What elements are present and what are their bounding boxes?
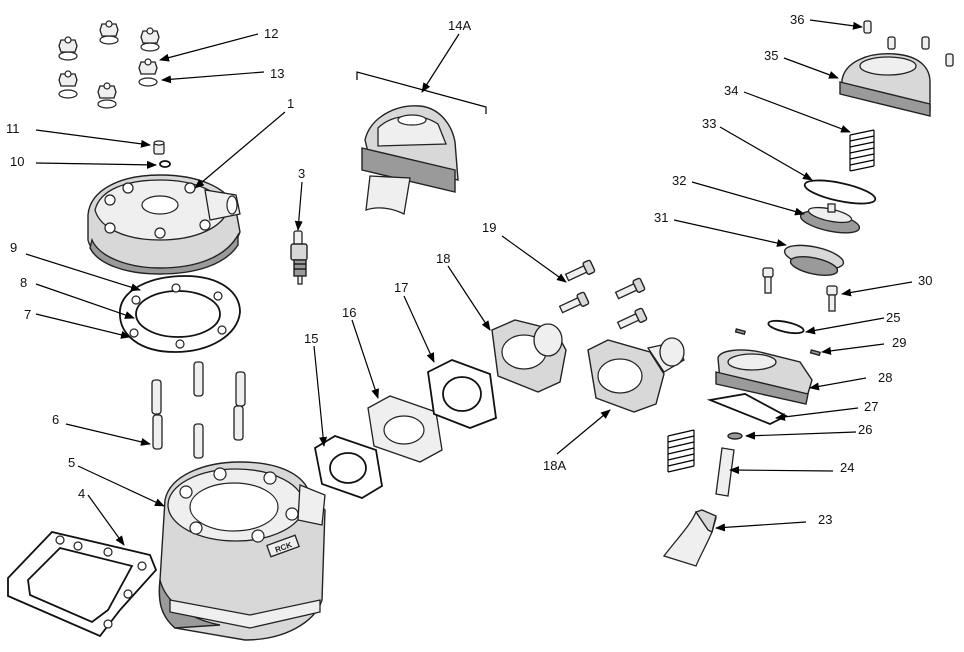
intake-manifold bbox=[491, 319, 567, 393]
callout-12: 12 bbox=[264, 26, 278, 41]
callout-17: 17 bbox=[394, 280, 408, 295]
head-gasket bbox=[119, 275, 241, 353]
intake-gasket-17 bbox=[427, 359, 497, 429]
intake-gasket-15 bbox=[313, 435, 383, 499]
callout-10: 10 bbox=[10, 154, 24, 169]
callout-16: 16 bbox=[342, 305, 356, 320]
housing-screws bbox=[762, 267, 838, 312]
callout-26: 26 bbox=[858, 422, 872, 437]
reed-valve-assembly bbox=[361, 105, 459, 215]
callout-32: 32 bbox=[672, 173, 686, 188]
callout-8: 8 bbox=[20, 275, 27, 290]
callout-3: 3 bbox=[298, 166, 305, 181]
callout-27: 27 bbox=[864, 399, 878, 414]
power-valve-cover bbox=[839, 53, 931, 117]
callout-9: 9 bbox=[10, 240, 17, 255]
cylinder-studs bbox=[151, 361, 246, 459]
callout-24: 24 bbox=[840, 460, 854, 475]
callout-14a: 14A bbox=[448, 18, 471, 33]
callout-35: 35 bbox=[764, 48, 778, 63]
callout-18a: 18A bbox=[543, 458, 566, 473]
callout-7: 7 bbox=[24, 307, 31, 322]
diaphragm-seat bbox=[783, 244, 845, 276]
valve-cotter bbox=[727, 432, 743, 440]
callout-33: 33 bbox=[702, 116, 716, 131]
intake-spacer-16 bbox=[367, 395, 443, 463]
callout-28: 28 bbox=[878, 370, 892, 385]
small-seal bbox=[767, 319, 805, 335]
callout-36: 36 bbox=[790, 12, 804, 27]
leader-lines bbox=[25, 19, 913, 546]
callout-29: 29 bbox=[892, 335, 906, 350]
callout-6: 6 bbox=[52, 412, 59, 427]
callout-4: 4 bbox=[78, 486, 85, 501]
callout-13: 13 bbox=[270, 66, 284, 81]
callout-labels: 1 3 4 5 6 7 8 9 10 11 12 13 14A 15 16 17… bbox=[6, 12, 932, 527]
head-stud-bolt bbox=[153, 140, 171, 168]
callout-5: 5 bbox=[68, 455, 75, 470]
head-nuts-and-washers bbox=[58, 20, 160, 109]
intake-manifold-alt bbox=[587, 337, 685, 413]
callout-19: 19 bbox=[482, 220, 496, 235]
spark-plug bbox=[290, 230, 308, 285]
cylinder: RCK bbox=[158, 461, 326, 641]
callout-11: 11 bbox=[6, 121, 20, 136]
valve-stem bbox=[715, 447, 735, 497]
callout-31: 31 bbox=[654, 210, 668, 225]
cover-screws bbox=[863, 20, 954, 67]
callout-34: 34 bbox=[724, 83, 738, 98]
valve-spring-upper bbox=[849, 129, 875, 172]
cylinder-base-gasket bbox=[7, 531, 158, 638]
power-valve-housing bbox=[715, 349, 813, 405]
o-ring bbox=[803, 179, 877, 205]
small-pins bbox=[734, 328, 821, 357]
callout-15: 15 bbox=[304, 331, 318, 346]
callout-18: 18 bbox=[436, 251, 450, 266]
housing-gasket bbox=[706, 393, 788, 425]
callout-1: 1 bbox=[287, 96, 294, 111]
diaphragm bbox=[799, 203, 861, 234]
valve-spring-lower bbox=[667, 429, 695, 473]
cylinder-head bbox=[87, 174, 241, 275]
manifold-bolts bbox=[558, 259, 648, 330]
exhaust-valve-blade bbox=[662, 509, 717, 567]
callout-23: 23 bbox=[818, 512, 832, 527]
callout-30: 30 bbox=[918, 273, 932, 288]
callout-25: 25 bbox=[886, 310, 900, 325]
